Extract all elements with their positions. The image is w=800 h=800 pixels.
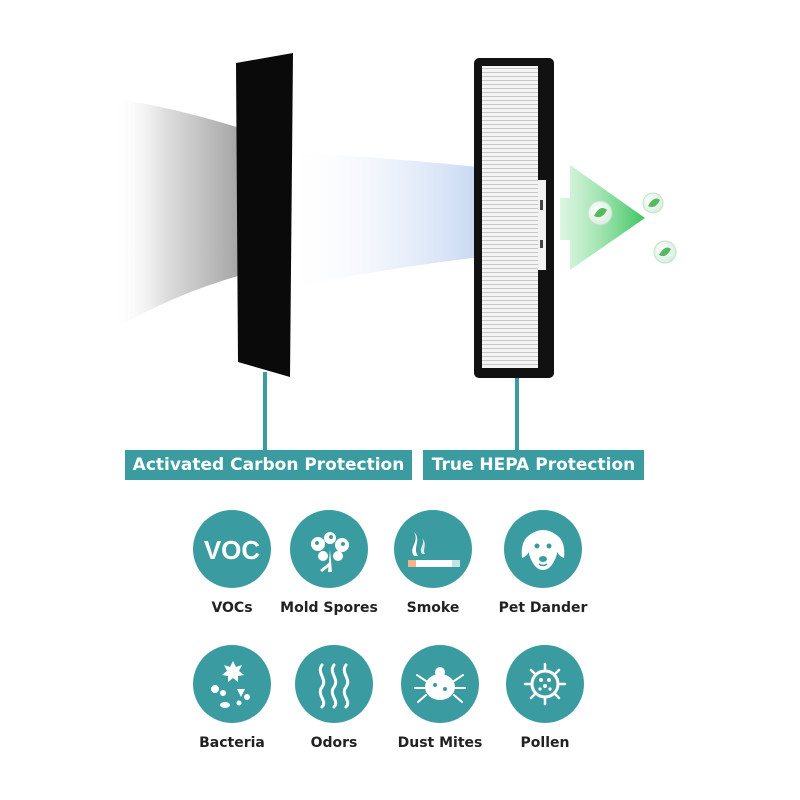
incoming-air-flow [112, 98, 270, 330]
carbon-filter-panel [236, 53, 293, 377]
contaminant-label: Bacteria [199, 735, 265, 751]
contaminant-label: VOCs [211, 600, 253, 616]
contaminant-label: Pollen [520, 735, 570, 751]
leaf-bubble-icon [642, 192, 664, 214]
contaminant-vocs: VOC VOCs [177, 510, 287, 616]
bacteria-icon [211, 661, 250, 708]
leaf-bubble-icon [653, 240, 677, 264]
contaminant-odors: Odors [279, 645, 389, 751]
carbon-connector-line [263, 372, 267, 454]
voc-badge-text: VOC [204, 535, 261, 565]
contaminant-dust-mites: Dust Mites [385, 645, 495, 751]
leaf-bubble-icon [587, 200, 613, 226]
contaminant-label: Mold Spores [280, 600, 378, 616]
dog-face-icon [521, 530, 565, 570]
contaminant-mold-spores: Mold Spores [274, 510, 384, 616]
contaminant-smoke: Smoke [378, 510, 488, 616]
hepa-protection-label: True HEPA Protection [423, 450, 644, 480]
voc-text-icon: VOC [204, 535, 261, 565]
hepa-filter [474, 58, 554, 378]
hepa-connector-line [515, 378, 519, 454]
contaminant-bacteria: Bacteria [177, 645, 287, 751]
contaminant-pet-dander: Pet Dander [488, 510, 598, 616]
pollen-icon [523, 662, 567, 706]
filtration-illustration [112, 53, 677, 454]
filtered-air-flow [296, 153, 505, 286]
contaminant-label: Odors [310, 735, 358, 751]
contaminant-label: Pet Dander [498, 600, 588, 616]
contaminant-label: Dust Mites [397, 735, 483, 751]
dust-mite-icon [414, 667, 466, 703]
carbon-protection-label: Activated Carbon Protection [125, 450, 412, 480]
mold-spores-icon [311, 532, 349, 572]
contaminant-label: Smoke [406, 600, 460, 616]
contaminant-pollen: Pollen [490, 645, 600, 751]
cigarette-icon [408, 532, 460, 567]
odor-waves-icon [318, 663, 350, 709]
